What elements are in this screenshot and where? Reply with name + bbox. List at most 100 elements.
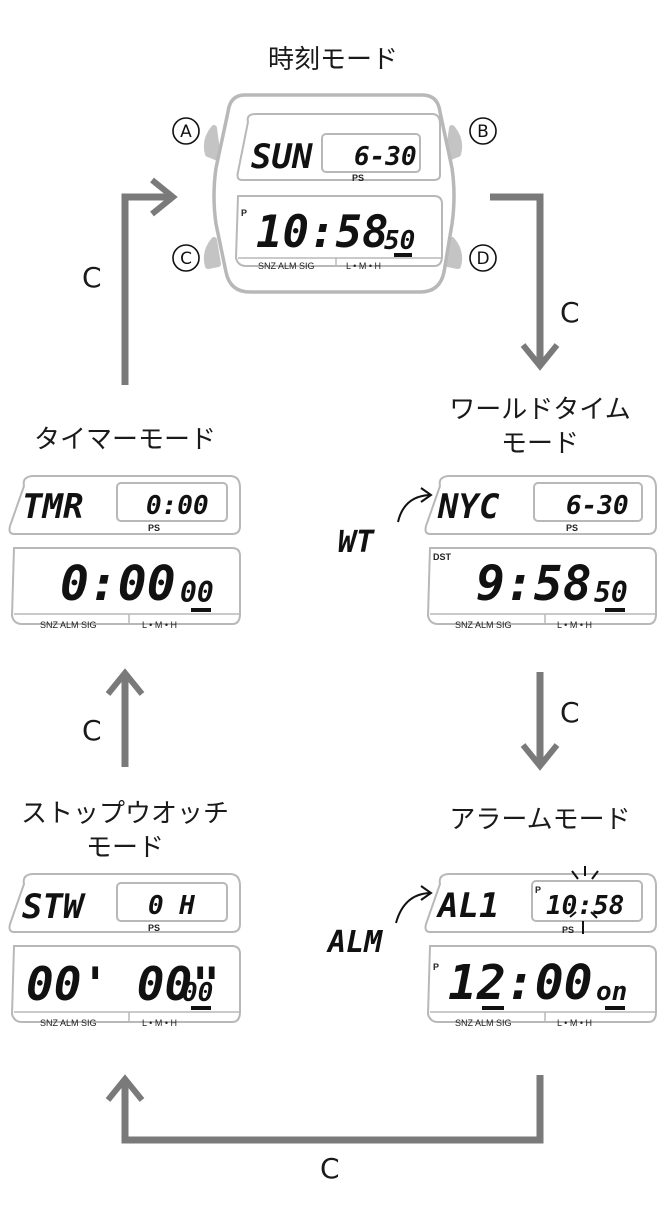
worldtime-title-line1: ワールドタイム	[449, 395, 630, 425]
timer-ps: PS	[148, 523, 160, 533]
worldtime-pointer-arrow	[397, 494, 431, 523]
arrowhead-time-to-worldtime	[520, 343, 560, 371]
alarm-main: 12:00	[448, 955, 593, 1011]
stopwatch-ps: PS	[148, 923, 160, 933]
timer-bottom-left: SNZ ALM SIG	[40, 620, 97, 630]
button-b[interactable]: B	[469, 117, 497, 145]
timer-level-bar	[191, 608, 211, 612]
worldtime-indicator: DST	[433, 552, 452, 562]
worldtime-seconds: 50	[594, 576, 628, 609]
stopwatch-title-line2: モード	[86, 833, 164, 863]
stopwatch-level-bar	[191, 1006, 211, 1010]
arrow-time-to-worldtime	[490, 193, 544, 365]
worldtime-city: NYC	[437, 487, 500, 527]
time-date: 6-30	[354, 142, 417, 172]
button-d-shape	[445, 237, 463, 269]
arrowhead-alarm-to-stopwatch	[105, 1074, 145, 1102]
button-d-label: D	[476, 249, 489, 269]
transition-label-c1: C	[560, 296, 580, 329]
button-a-label: A	[180, 122, 192, 142]
time-lower-display	[234, 195, 443, 267]
time-main: 10:58	[256, 207, 388, 258]
timer-bottom-right: L • M • H	[142, 620, 177, 630]
button-c-shape	[203, 237, 221, 269]
time-bottom-left: SNZ ALM SIG	[258, 261, 315, 271]
button-a-shape	[203, 125, 221, 161]
timer-seconds: 00	[180, 576, 214, 609]
stopwatch-lower-display	[10, 945, 241, 1023]
time-level-bar	[394, 253, 412, 257]
button-b-label: B	[477, 122, 489, 142]
time-bottom-right: L • M • H	[346, 261, 381, 271]
time-mode: 時刻モード SUN 6-30 PS P 10:58 50 SNZ ALM SIG…	[172, 45, 497, 294]
timer-mode: タイマーモード TMR 0:00 PS 0:00 00 SNZ ALM SIG …	[8, 425, 241, 630]
time-ps: PS	[352, 173, 364, 183]
timer-set-time: 0:00	[146, 491, 209, 521]
stopwatch-bottom-left: SNZ ALM SIG	[40, 1018, 97, 1028]
transition-label-c5: C	[82, 261, 102, 294]
arrowhead-worldtime-to-alarm	[520, 743, 560, 771]
time-mode-title: 時刻モード	[268, 45, 398, 75]
alarm-mode: アラームモード AL1 P 10:58 PS P 12:00 on SNZ AL…	[326, 805, 657, 1028]
time-indicator: P	[241, 208, 247, 218]
alarm-pointer-head	[420, 885, 433, 901]
transition-label-c3: C	[320, 1152, 340, 1185]
flow-arrows	[105, 177, 560, 1144]
transition-label-c2: C	[560, 696, 580, 729]
alarm-bottom-right: L • M • H	[557, 1018, 592, 1028]
worldtime-mode: ワールドタイム モード NYC 6-30 PS DST 9:58 50 SNZ …	[338, 395, 657, 630]
timer-main: 0:00	[60, 556, 176, 612]
alarm-ps: PS	[562, 925, 574, 935]
worldtime-side-label: WT	[338, 525, 375, 560]
alarm-top-indicator: P	[535, 885, 541, 895]
worldtime-bottom-left: SNZ ALM SIG	[455, 620, 512, 630]
stopwatch-bottom-right: L • M • H	[142, 1018, 177, 1028]
time-day: SUN	[251, 137, 313, 177]
worldtime-level-bar	[605, 608, 625, 612]
stopwatch-hours: 0 H	[148, 891, 195, 921]
alarm-indicator: P	[433, 962, 439, 972]
stopwatch-hour-box	[116, 882, 228, 922]
arrowhead-stopwatch-to-timer	[105, 668, 145, 696]
stopwatch-mode: ストップウオッチ モード STW 0 H PS 00' 00" 00 SNZ A…	[8, 799, 241, 1028]
time-date-box	[321, 133, 421, 173]
alarm-number: AL1	[436, 886, 499, 926]
timer-lower-display	[10, 547, 241, 625]
worldtime-pointer-head	[420, 487, 433, 503]
worldtime-main: 9:58	[476, 556, 592, 612]
worldtime-bottom-right: L • M • H	[557, 620, 592, 630]
timer-label: TMR	[22, 487, 83, 527]
worldtime-title-line2: モード	[501, 429, 579, 459]
worldtime-ps: PS	[566, 523, 578, 533]
arrow-alarm-to-stopwatch	[121, 1075, 544, 1144]
worldtime-date: 6-30	[566, 491, 629, 521]
alarm-on-status: on	[596, 977, 627, 1007]
alarm-side-label: ALM	[326, 925, 383, 960]
stopwatch-label: STW	[22, 887, 86, 927]
alarm-level-bar	[605, 1006, 625, 1010]
alarm-lower-display	[426, 945, 657, 1023]
flash-mark-icon	[569, 866, 599, 934]
button-c-label: C	[180, 249, 192, 269]
timer-title: タイマーモード	[34, 425, 216, 455]
alarm-set-time: 10:58	[546, 891, 624, 921]
button-b-shape	[445, 125, 463, 161]
arrow-timer-to-time	[121, 193, 170, 385]
alarm-bottom-left: SNZ ALM SIG	[455, 1018, 512, 1028]
stopwatch-main: 00' 00"	[26, 957, 220, 1011]
worldtime-lower-display	[426, 547, 657, 625]
arrowhead-timer-to-time	[150, 177, 178, 217]
worldtime-date-box	[533, 482, 643, 522]
alarm-pointer-arrow	[395, 892, 431, 924]
button-d[interactable]: D	[469, 244, 497, 272]
alarm-title: アラームモード	[449, 805, 630, 835]
transition-label-c4: C	[82, 714, 102, 747]
alarm-time-box	[531, 880, 643, 922]
time-seconds: 50	[384, 226, 415, 256]
alarm-alm-bar	[482, 1006, 504, 1010]
button-a[interactable]: A	[172, 117, 200, 145]
button-c[interactable]: C	[172, 244, 200, 272]
stopwatch-title-line1: ストップウオッチ	[21, 799, 229, 829]
stopwatch-hundredths: 00	[182, 978, 213, 1008]
